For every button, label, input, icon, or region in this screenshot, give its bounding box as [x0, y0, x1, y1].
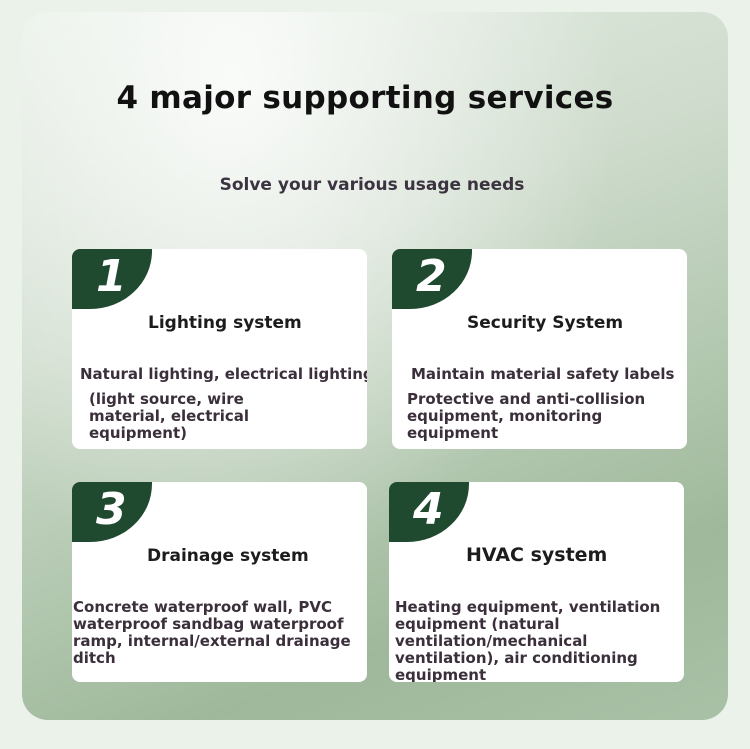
- service-card-hvac: 4 HVAC system Heating equipment, ventila…: [389, 482, 684, 682]
- card-title: Security System: [467, 313, 624, 333]
- card-description-detail: (light source, wire material, electrical…: [89, 390, 250, 442]
- card-title: Lighting system: [148, 313, 302, 333]
- card-description-detail: Protective and anti-collision equipment,…: [407, 390, 646, 442]
- page-title: 4 major supporting services: [116, 80, 614, 116]
- badge-number: 1: [96, 251, 127, 302]
- service-card-drainage: 3 Drainage system Concrete waterproof wa…: [72, 482, 367, 682]
- number-badge: 2: [392, 249, 472, 309]
- number-badge: 1: [72, 249, 152, 309]
- card-title: HVAC system: [466, 544, 608, 566]
- card-title: Drainage system: [147, 546, 309, 566]
- number-badge: 4: [389, 482, 469, 542]
- service-card-lighting: 1 Lighting system Natural lighting, elec…: [72, 249, 367, 449]
- service-card-security: 2 Security System Maintain material safe…: [392, 249, 687, 449]
- badge-number: 3: [96, 484, 127, 535]
- card-description: Concrete waterproof wall, PVC waterproof…: [73, 598, 351, 667]
- card-description: Natural lighting, electrical lighting: [80, 365, 367, 383]
- card-description: Heating equipment, ventilation equipment…: [395, 598, 661, 683]
- card-description: Maintain material safety labels: [411, 365, 675, 383]
- page-subtitle: Solve your various usage needs: [219, 175, 525, 195]
- badge-number: 2: [416, 251, 447, 302]
- number-badge: 3: [72, 482, 152, 542]
- badge-number: 4: [413, 484, 444, 535]
